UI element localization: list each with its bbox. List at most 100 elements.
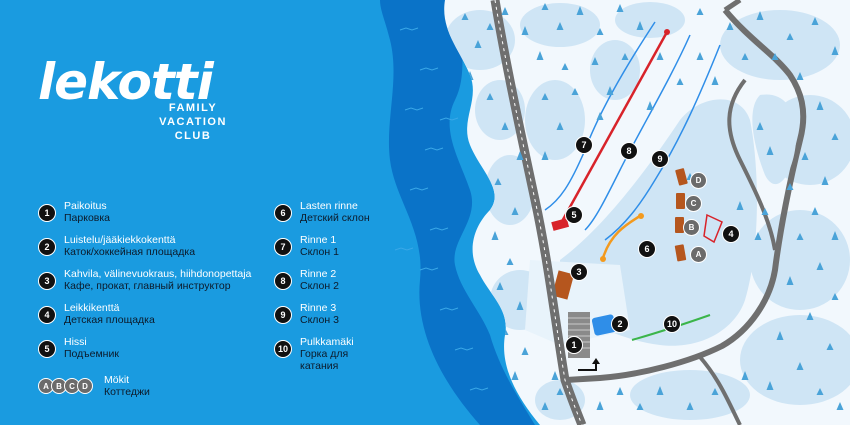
legend-label-ru: Коттеджи bbox=[104, 386, 150, 398]
tree-icon bbox=[796, 72, 804, 80]
tree-icon bbox=[616, 4, 624, 12]
tree-icon bbox=[761, 208, 769, 215]
tree-icon bbox=[501, 7, 509, 15]
tree-icon bbox=[511, 371, 519, 380]
tree-icon bbox=[486, 93, 494, 100]
tree-icon bbox=[474, 40, 482, 48]
tree-icon bbox=[826, 343, 834, 350]
arrow-icon bbox=[578, 362, 597, 371]
legend-label-fi: Paikoitus bbox=[64, 200, 107, 212]
cabin-badges: A B C D bbox=[38, 378, 93, 394]
legend-label-fi: Rinne 3 bbox=[300, 302, 337, 314]
legend-label-ru: Склон 3 bbox=[300, 314, 339, 326]
tree-icon bbox=[771, 53, 779, 60]
marker-icon: 6 bbox=[274, 204, 292, 222]
tree-icon bbox=[646, 101, 654, 110]
legend-label-ru: Подъемник bbox=[64, 348, 119, 360]
tree-icon bbox=[606, 86, 614, 95]
tree-icon bbox=[836, 402, 844, 410]
tree-icon bbox=[656, 52, 664, 60]
marker-icon: 2 bbox=[38, 238, 56, 256]
marker-icon: 1 bbox=[38, 204, 56, 222]
tree-icon bbox=[516, 301, 524, 310]
map-marker-playground[interactable]: 4 bbox=[722, 225, 740, 243]
tree-icon bbox=[786, 183, 794, 190]
tree-icon bbox=[486, 23, 494, 30]
tree-icon bbox=[501, 122, 509, 130]
tree-icon bbox=[786, 276, 794, 285]
tree-icon bbox=[676, 78, 684, 85]
tree-icon bbox=[741, 53, 749, 60]
map-marker-kids-slope[interactable]: 6 bbox=[638, 240, 656, 258]
tree-icon bbox=[491, 231, 499, 240]
tree-icon bbox=[551, 371, 559, 380]
north-road bbox=[723, 0, 742, 13]
forest-patches bbox=[445, 2, 850, 420]
tree-icon bbox=[576, 6, 584, 15]
map-marker-lift[interactable]: 5 bbox=[565, 206, 583, 224]
legend-label-fi: Rinne 1 bbox=[300, 234, 337, 246]
tree-icon bbox=[596, 28, 604, 35]
kids-lift bbox=[601, 214, 641, 259]
map-marker-slope-3[interactable]: 9 bbox=[651, 150, 669, 168]
tree-icon bbox=[616, 387, 624, 395]
lift-line bbox=[558, 31, 669, 226]
tree-icon bbox=[556, 22, 564, 30]
tree-icon bbox=[831, 133, 839, 140]
tree-icon bbox=[754, 232, 762, 240]
legend-label-fi: Lasten rinne bbox=[300, 200, 358, 212]
brand-tagline-2: VACATION bbox=[159, 116, 227, 128]
access-road bbox=[565, 8, 807, 383]
map-marker-slope-1[interactable]: 7 bbox=[575, 136, 593, 154]
tree-icon bbox=[816, 262, 824, 270]
tree-icon bbox=[801, 152, 809, 160]
legend-label-ru: Каток/хоккейная площадка bbox=[64, 246, 196, 258]
map-marker-slope-2[interactable]: 8 bbox=[620, 142, 638, 160]
legend-label-ru: Склон 2 bbox=[300, 280, 339, 292]
map-marker-cabin-c[interactable]: C bbox=[685, 195, 702, 212]
brand-name: lekotti bbox=[38, 53, 214, 111]
map-marker-cabin-a[interactable]: A bbox=[690, 246, 707, 263]
ice-rink bbox=[591, 314, 617, 336]
tree-icon bbox=[831, 231, 839, 240]
tree-icon bbox=[636, 403, 644, 410]
tree-icon bbox=[806, 312, 814, 320]
map-marker-cabin-d[interactable]: D bbox=[690, 172, 707, 189]
tree-icon bbox=[621, 53, 629, 60]
map-marker-cabin-b[interactable]: B bbox=[683, 219, 700, 236]
map-marker-cafe[interactable]: 3 bbox=[570, 263, 588, 281]
tree-icon bbox=[511, 207, 519, 215]
marker-icon: 7 bbox=[274, 238, 292, 256]
legend-label-ru: Парковка bbox=[64, 212, 111, 224]
tree-icon bbox=[536, 51, 544, 60]
tree-icon bbox=[521, 347, 529, 355]
tree-icon bbox=[494, 178, 502, 185]
legend-label-ru: Кафе, прокат, главный инструктор bbox=[64, 280, 231, 292]
map-marker-rink[interactable]: 2 bbox=[611, 315, 629, 333]
tree-icon bbox=[796, 362, 804, 370]
marker-icon: 4 bbox=[38, 306, 56, 324]
brand-logo: lekotti FAMILY VACATION CLUB bbox=[38, 52, 238, 162]
map-marker-sled-hill[interactable]: 10 bbox=[663, 315, 681, 333]
tree-icon bbox=[811, 17, 819, 25]
tree-icon bbox=[816, 388, 824, 395]
legend-label-ru: Горка для катания bbox=[300, 348, 349, 372]
tree-icon bbox=[756, 11, 764, 20]
tree-icon bbox=[461, 13, 469, 20]
tree-icon bbox=[541, 3, 549, 10]
brand-tagline-3: CLUB bbox=[174, 130, 212, 142]
legend-label-fi: Pulkkamäki bbox=[300, 336, 354, 348]
small-lake bbox=[752, 94, 797, 185]
map-marker-parking[interactable]: 1 bbox=[565, 336, 583, 354]
tree-icon bbox=[786, 33, 794, 40]
tree-icon bbox=[506, 258, 514, 265]
tree-icon bbox=[736, 201, 744, 210]
tree-icon bbox=[711, 76, 719, 85]
brand-tagline-1: FAMILY bbox=[168, 102, 218, 114]
legend-item-cafe: 3 Kahvila, välinevuokraus, hiihdonopetta… bbox=[38, 268, 251, 292]
cafe-building bbox=[551, 270, 575, 300]
